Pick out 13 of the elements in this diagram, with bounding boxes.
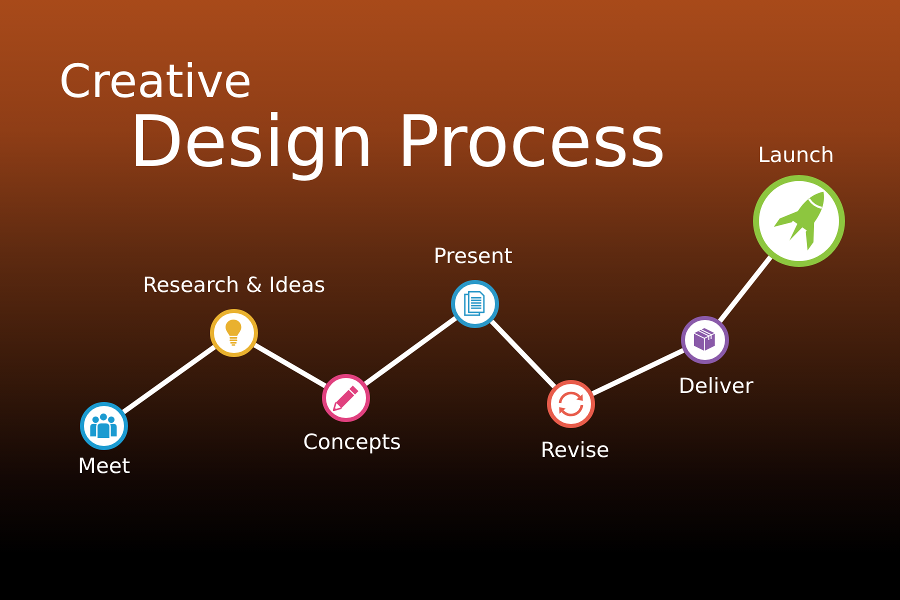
connector-line — [490, 320, 556, 388]
step-label: Launch — [758, 143, 834, 168]
step-label: Present — [434, 244, 512, 270]
connector-line — [122, 344, 216, 414]
step-label: Research & Ideas — [142, 273, 326, 298]
connector-line — [254, 342, 326, 388]
step-label: Deliver — [678, 374, 754, 399]
connector-line — [592, 348, 684, 396]
connector-line — [718, 256, 772, 323]
connector-line — [364, 316, 458, 386]
step-label: Meet — [78, 454, 130, 479]
step-label: Revise — [540, 438, 610, 463]
step-label: Concepts — [303, 430, 401, 455]
